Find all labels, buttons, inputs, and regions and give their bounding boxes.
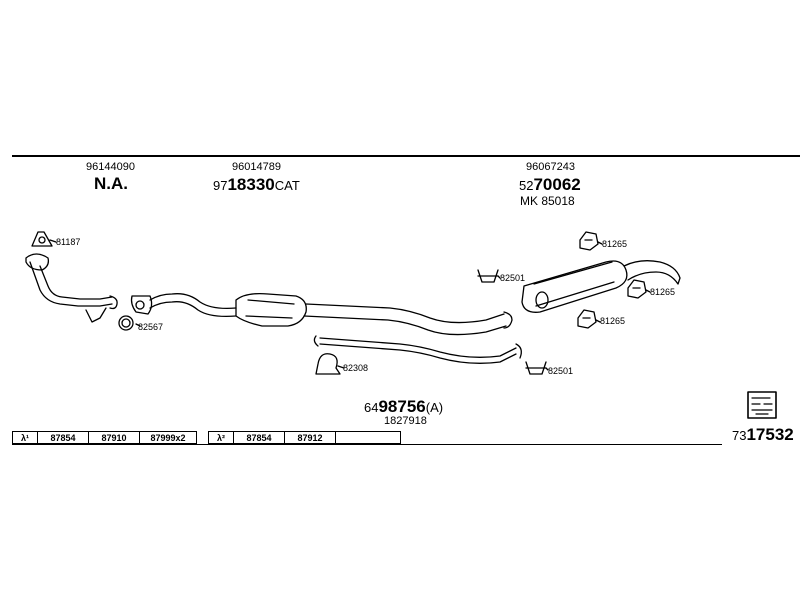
center-pipe bbox=[305, 303, 505, 324]
lambda-1-part-c: 87999x2 bbox=[139, 431, 197, 444]
lambda-2-part-c bbox=[335, 431, 401, 444]
reference-icon bbox=[747, 391, 777, 419]
part-status-front-pipe: N.A. bbox=[94, 174, 128, 193]
rear-silencer-code-main: 70062 bbox=[533, 175, 581, 194]
catalyst-inner bbox=[245, 299, 295, 319]
catalyst-body bbox=[235, 292, 307, 327]
bottom-rule bbox=[12, 444, 722, 445]
catalyst-code-prefix: 97 bbox=[213, 178, 228, 193]
tail-pipe bbox=[623, 260, 681, 285]
gasket-81265-b-shape bbox=[627, 279, 647, 299]
lambda-1-label: λ¹ bbox=[12, 431, 38, 444]
secondary-pipe bbox=[319, 337, 517, 358]
lambda-1-table: λ¹ 87854 87910 87999x2 bbox=[12, 431, 197, 444]
lambda-1-part-b: 87910 bbox=[88, 431, 140, 444]
part-number-catalyst: 96014789 bbox=[232, 161, 281, 173]
kit-code-main: 98756 bbox=[378, 397, 426, 416]
secondary-pipe-inner bbox=[319, 343, 517, 364]
gasket-81265-c-shape bbox=[577, 309, 597, 329]
ring-82567-shape bbox=[118, 315, 134, 331]
front-pipe bbox=[29, 261, 113, 307]
kit-code-sub: 1827918 bbox=[384, 415, 427, 427]
lambda-2-part-b: 87912 bbox=[284, 431, 336, 444]
reference-code: 7317532 bbox=[732, 425, 794, 445]
label-82501-bottom: 82501 bbox=[548, 366, 574, 376]
gasket-81265-a-shape bbox=[579, 231, 599, 251]
front-pipe-flange bbox=[25, 253, 50, 271]
mounting-kit-code: MK 85018 bbox=[520, 194, 575, 208]
lambda-2-table: λ² 87854 87912 bbox=[208, 431, 401, 444]
lambda-2-label: λ² bbox=[208, 431, 234, 444]
part-number-rear-silencer: 96067243 bbox=[526, 161, 575, 173]
complete-kit-code: 6498756(A) bbox=[364, 397, 443, 417]
gasket-81187-shape bbox=[31, 231, 53, 247]
label-82567: 82567 bbox=[138, 322, 164, 332]
rear-silencer-inner bbox=[533, 261, 615, 307]
label-81187: 81187 bbox=[56, 237, 81, 247]
label-81265-c: 81265 bbox=[600, 316, 626, 326]
clamp-flange bbox=[130, 295, 153, 315]
rear-silencer-code-prefix: 52 bbox=[519, 178, 534, 193]
lambda-2-part-a: 87854 bbox=[233, 431, 285, 444]
label-82501-top: 82501 bbox=[500, 273, 526, 283]
catalyst-code: 9718330CAT bbox=[213, 175, 300, 195]
rear-silencer bbox=[521, 260, 628, 313]
label-81265-b: 81265 bbox=[650, 287, 676, 297]
top-rule bbox=[12, 155, 800, 157]
kit-code-suffix: (A) bbox=[425, 400, 444, 415]
front-pipe-branch bbox=[85, 307, 107, 323]
label-82308: 82308 bbox=[343, 363, 369, 373]
clamp-82308-shape bbox=[315, 353, 341, 375]
center-pipe-lower bbox=[303, 315, 507, 336]
center-pipe-end bbox=[503, 311, 513, 329]
lambda-1-part-a: 87854 bbox=[37, 431, 89, 444]
intermediate-pipe bbox=[149, 293, 237, 310]
rear-silencer-code: 5270062 bbox=[519, 175, 581, 195]
catalyst-code-main: 18330 bbox=[227, 175, 275, 194]
label-81265-a: 81265 bbox=[602, 239, 628, 249]
hanger-82501-top-shape bbox=[477, 269, 499, 283]
kit-code-prefix: 64 bbox=[364, 400, 379, 415]
reference-code-main: 17532 bbox=[746, 425, 794, 444]
part-number-front-pipe: 96144090 bbox=[86, 161, 135, 173]
front-pipe-inner bbox=[39, 265, 113, 300]
intermediate-pipe-inner bbox=[149, 301, 237, 318]
hanger-82501-bottom-shape bbox=[525, 361, 547, 375]
front-pipe-end bbox=[109, 295, 118, 310]
reference-code-prefix: 73 bbox=[732, 428, 747, 443]
catalyst-code-suffix: CAT bbox=[274, 178, 300, 193]
